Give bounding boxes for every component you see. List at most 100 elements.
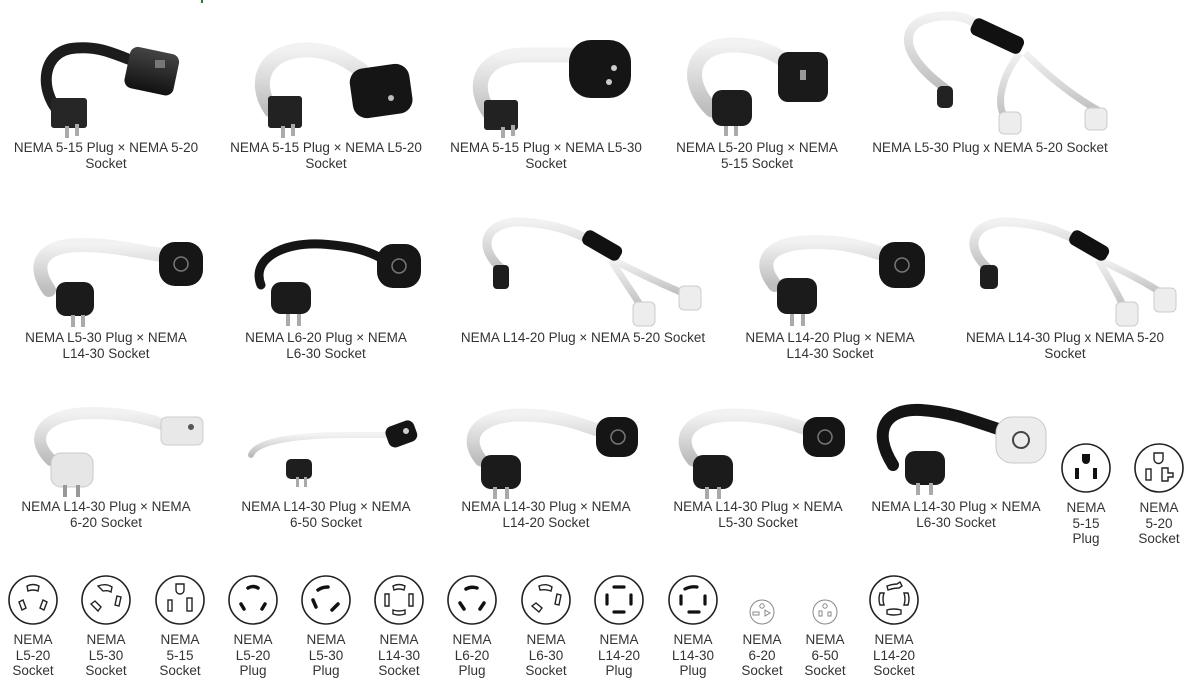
connector-label-line: 5-20 (1145, 515, 1173, 531)
product-card[interactable]: NEMA L14-30 Plug × NEMA 6-20 Socket (14, 405, 204, 531)
product-card[interactable]: NEMA L5-30 Plug × NEMA L14-30 Socket (14, 220, 203, 362)
product-label[interactable]: NEMA L14-30 Plug × NEMA L6-30 Socket (871, 499, 1041, 530)
product-label[interactable]: NEMA L14-30 Plug × NEMA L14-20 Socket (461, 499, 631, 530)
product-label[interactable]: NEMA L5-20 Plug × NEMA 5-15 Socket (676, 140, 838, 171)
product-label[interactable]: NEMA L5-30 Plug × NEMA L14-30 Socket (25, 330, 187, 361)
connector-label-line: NEMA (874, 632, 914, 647)
product-image-y-splitter[interactable] (960, 210, 1177, 330)
product-image-adapter[interactable] (241, 220, 421, 330)
product-card[interactable]: NEMA L14-20 Plug × NEMA L14-30 Socket (740, 220, 925, 362)
connector-label-line: Plug (458, 663, 486, 678)
product-image-adapter[interactable] (241, 405, 418, 499)
product-image-adapter[interactable] (672, 30, 842, 140)
product-label[interactable]: NEMA L14-20 Plug × NEMA 5-20 Socket (460, 330, 706, 345)
nema-5-20-socket-icon (1134, 443, 1184, 493)
connector-label-line: NEMA (1066, 500, 1106, 515)
product-image-adapter[interactable] (461, 30, 631, 140)
connector-label-line: NEMA (526, 632, 566, 647)
product-label[interactable]: NEMA L14-20 Plug × NEMA L14-30 Socket (745, 330, 915, 361)
connector-label-line: L5-20 (235, 647, 271, 663)
product-card[interactable]: NEMA L14-30 Plug x NEMA 5-20 Socket (955, 210, 1177, 362)
nema-6-20-socket-icon (749, 599, 775, 625)
connector-label-line: 5-15 (166, 647, 194, 663)
product-image-y-splitter[interactable] (875, 8, 1108, 140)
connector-label-line: 6-20 (748, 647, 776, 663)
product-card[interactable]: NEMA L14-30 Plug × NEMA L6-30 Socket (866, 403, 1047, 531)
product-card[interactable]: NEMA L5-20 Plug × NEMA 5-15 Socket (672, 30, 842, 172)
connector-label-line: Socket (159, 663, 201, 678)
product-image-y-splitter[interactable] (463, 210, 703, 330)
nema-5-15-socket-icon (155, 575, 205, 625)
nema-l6-20-plug-icon (447, 575, 497, 625)
connector-label-line: NEMA (452, 632, 492, 647)
nema-l14-30-plug-icon (668, 575, 718, 625)
connector-label-line: NEMA (1139, 500, 1179, 515)
connector-label-line: Plug (1072, 531, 1100, 546)
product-card[interactable]: NEMA L5-30 Plug x NEMA 5-20 Socket (868, 8, 1112, 156)
header-accent-fragment (201, 0, 203, 3)
connector-label-line: NEMA (13, 632, 53, 647)
product-label[interactable]: NEMA L14-30 Plug × NEMA L5-30 Socket (673, 499, 843, 530)
product-image-adapter[interactable] (21, 405, 204, 499)
product-card[interactable]: NEMA L14-30 Plug × NEMA 6-50 Socket (236, 405, 418, 531)
product-card[interactable]: NEMA 5-15 Plug × NEMA L5-20 Socket (226, 30, 426, 172)
product-label[interactable]: NEMA 5-15 Plug × NEMA L5-20 Socket (230, 140, 422, 171)
product-card[interactable]: NEMA L14-20 Plug × NEMA 5-20 Socket (458, 210, 708, 346)
product-label[interactable]: NEMA L14-30 Plug × NEMA 6-50 Socket (241, 499, 411, 530)
nema-6-50-socket-icon (812, 599, 838, 625)
connector-label-line: Plug (679, 663, 707, 678)
nema-l5-20-socket-icon (8, 575, 58, 625)
connector-label-line: NEMA (599, 632, 639, 647)
product-image-adapter[interactable] (745, 220, 925, 330)
connector-label-line: L5-30 (308, 647, 344, 663)
product-label[interactable]: NEMA 5-15 Plug × NEMA 5-20 Socket (13, 140, 199, 171)
product-image-adapter[interactable] (21, 220, 203, 330)
connector-label-line: NEMA (306, 632, 346, 647)
product-image-adapter[interactable] (21, 30, 191, 140)
connector-label-line: L5-20 (15, 647, 51, 663)
product-card[interactable]: NEMA 5-15 Plug × NEMA L5-30 Socket (446, 30, 646, 172)
nema-l5-30-socket-icon (81, 575, 131, 625)
connector-label-line: Plug (312, 663, 340, 678)
connector-label-line: Socket (804, 663, 846, 678)
connector-label-line: Plug (605, 663, 633, 678)
nema-l14-30-socket-icon (374, 575, 424, 625)
nema-l6-30-socket-icon (521, 575, 571, 625)
nema-l14-20-socket-icon (869, 575, 919, 625)
product-label[interactable]: NEMA L5-30 Plug x NEMA 5-20 Socket (872, 140, 1108, 155)
product-card[interactable]: NEMA L14-30 Plug × NEMA L14-20 Socket (456, 405, 638, 531)
product-card[interactable]: NEMA L6-20 Plug × NEMA L6-30 Socket (236, 220, 421, 362)
product-label[interactable]: NEMA L14-30 Plug x NEMA 5-20 Socket (965, 330, 1165, 361)
nema-l5-30-plug-icon (301, 575, 351, 625)
product-image-adapter[interactable] (241, 30, 413, 140)
product-image-adapter[interactable] (673, 405, 845, 499)
product-label[interactable]: NEMA 5-15 Plug × NEMA L5-30 Socket (450, 140, 642, 171)
connector-label-line: 5-15 (1072, 515, 1100, 531)
connector-label-line: L14-30 (377, 647, 421, 663)
connector-label-line: L6-30 (528, 647, 564, 663)
connector-label-line: L5-30 (88, 647, 124, 663)
product-image-adapter[interactable] (871, 403, 1047, 499)
connector-label-line: Socket (85, 663, 127, 678)
connector-label-line: Socket (12, 663, 54, 678)
product-image-adapter[interactable] (461, 405, 638, 499)
product-label[interactable]: NEMA L14-30 Plug × NEMA 6-20 Socket (21, 499, 191, 530)
product-card[interactable]: NEMA 5-15 Plug × NEMA 5-20 Socket (8, 30, 204, 172)
product-label[interactable]: NEMA L6-20 Plug × NEMA L6-30 Socket (245, 330, 407, 361)
product-card[interactable]: NEMA L14-30 Plug × NEMA L5-30 Socket (666, 405, 850, 531)
